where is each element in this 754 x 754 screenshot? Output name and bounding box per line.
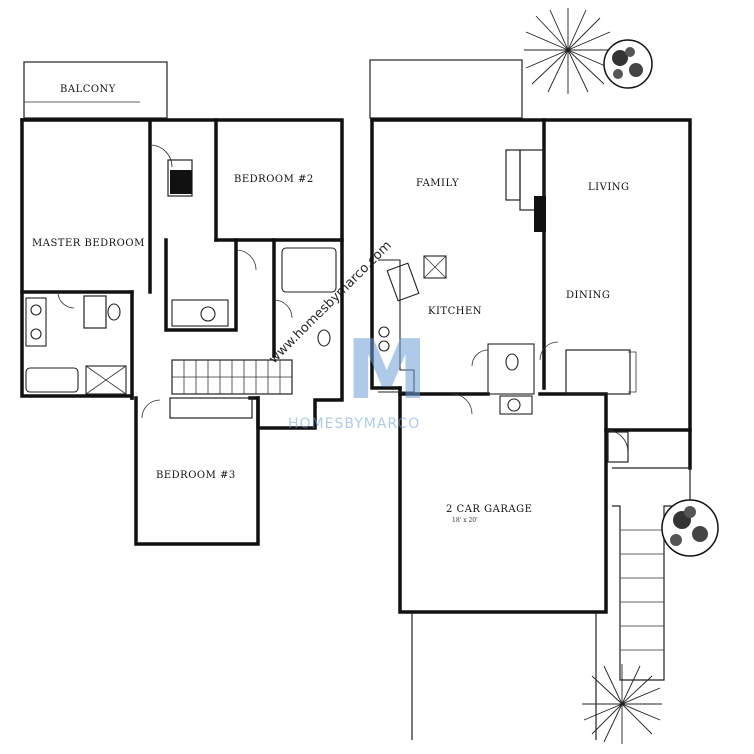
main-outer-wall-top-right [370, 118, 692, 470]
stair-down [565, 349, 631, 395]
kitchen-counter-left [378, 259, 415, 393]
hall-bath-walls [164, 238, 238, 332]
label-dining: DINING [566, 290, 610, 301]
stairs-up [171, 359, 293, 395]
balcony-outline [23, 61, 168, 119]
kitchen-island [386, 262, 420, 302]
bedroom3-walls [134, 396, 260, 546]
walkway [612, 467, 691, 681]
shrub [661, 499, 719, 557]
tree-starburst [524, 8, 612, 94]
sink [30, 304, 42, 316]
upper-floor [20, 61, 344, 546]
label-garage: 2 CAR GARAGE [446, 504, 532, 515]
main-outer-wall-left [370, 118, 402, 390]
shower [85, 365, 127, 395]
range [423, 255, 447, 279]
toilet2 [317, 329, 331, 347]
watermark: M HOMESBYMARCO [288, 323, 428, 432]
upper-outer-wall-left [20, 118, 134, 400]
watermark-brand: HOMESBYMARCO [288, 416, 420, 432]
tub2 [281, 247, 337, 293]
powder-room [487, 343, 535, 395]
label-family: FAMILY [416, 178, 459, 189]
laundry-counter [171, 299, 229, 327]
label-bedroom2: BEDROOM #2 [234, 174, 314, 185]
label-master-bedroom: MASTER BEDROOM [32, 238, 145, 249]
label-balcony: BALCONY [60, 84, 116, 95]
label-living: LIVING [588, 182, 630, 193]
toilet [107, 303, 121, 321]
laundry [499, 395, 533, 415]
coat-closet [607, 431, 629, 463]
bedroom3-closet [169, 397, 253, 419]
powder-toilet [505, 353, 519, 371]
wic [83, 295, 107, 329]
porch-outline [369, 59, 523, 119]
label-garage-dims: 18' x 20' [452, 517, 478, 524]
label-bedroom3: BEDROOM #3 [156, 470, 236, 481]
tree-starburst [582, 664, 662, 744]
watermark-monogram: M [346, 323, 428, 418]
sink [30, 328, 42, 340]
vanity [25, 297, 47, 347]
shrub [603, 39, 653, 89]
garage-walls [398, 386, 608, 614]
chimney-block [170, 170, 192, 194]
fireplace-hearth [534, 196, 546, 232]
tub [25, 367, 79, 393]
upper-outer-wall-right [20, 118, 344, 430]
label-kitchen: KITCHEN [428, 306, 482, 317]
main-floor [369, 59, 692, 740]
